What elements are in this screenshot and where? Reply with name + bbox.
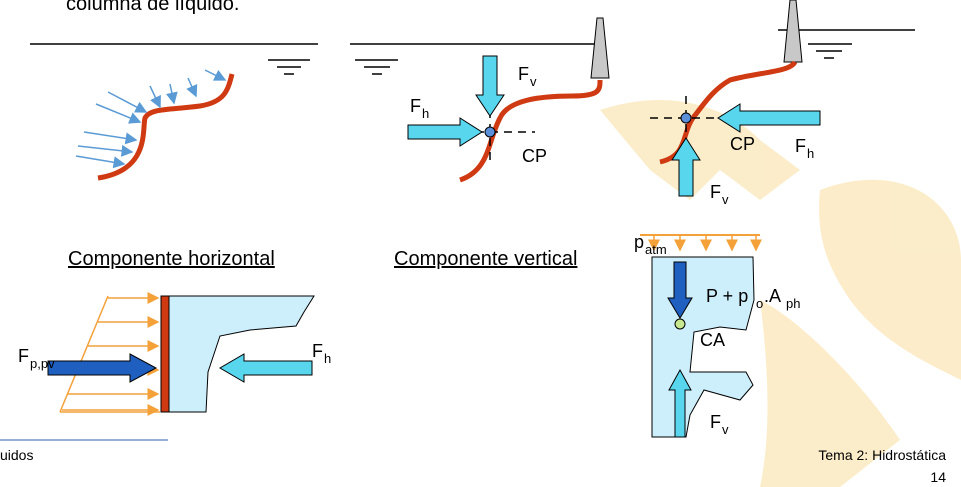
caption-horizontal: Componente horizontal: [68, 248, 275, 270]
fh-sub-3: h: [807, 146, 814, 161]
diagram-forces-below: CP F h F v: [650, 0, 915, 207]
top-text: columna de líquido.: [66, 0, 239, 15]
fv-label-5: F: [710, 412, 721, 432]
fh-sub-4: h: [324, 351, 331, 366]
cp-label-2: CP: [522, 146, 547, 166]
free-surface-symbol-2: [355, 59, 398, 75]
force-fv-arrow-2: [475, 55, 505, 117]
fluid-body-horizontal: [166, 295, 315, 413]
pressure-arrows: [75, 69, 227, 169]
force-fh-arrow-4: [219, 353, 313, 383]
wall-3: [783, 0, 803, 63]
fp-sub: p,pv: [30, 356, 55, 371]
force-fh-arrow-2: [407, 117, 483, 147]
force-fv-arrow-3: [671, 137, 701, 197]
force-fv-arrow-5: [668, 368, 692, 438]
force-fh-arrow-3: [717, 103, 821, 133]
diagram-pressure-distribution: [30, 43, 318, 181]
fv-sub-3: v: [722, 192, 729, 207]
fh-label-4: F: [312, 341, 323, 361]
free-surface-symbol-3: [808, 43, 852, 59]
free-surface-symbol-1: [268, 59, 310, 75]
fv-label-2: F: [518, 64, 529, 84]
atmospheric-pressure-arrows: [648, 236, 762, 252]
cp-crosshair-2: [462, 110, 535, 165]
fp-label: F: [18, 346, 29, 366]
fh-label-3: F: [795, 136, 806, 156]
curved-surface-2: [459, 79, 603, 183]
caption-vertical: Componente vertical: [394, 248, 577, 270]
cp-point-3: [680, 112, 692, 124]
cp-point-2: [484, 126, 496, 138]
curved-surface-1: [97, 73, 235, 181]
watermark-logo: [600, 100, 961, 487]
fv-label-3: F: [710, 182, 721, 202]
diagram-forces-above: F v F h CP: [350, 17, 610, 183]
pressure-prism: [59, 295, 160, 413]
footer-right: Tema 2: Hidrostática: [818, 447, 946, 463]
p-expr-2: .A: [764, 286, 781, 306]
cp-label-3: CP: [730, 134, 755, 154]
fh-label-2: F: [410, 96, 421, 116]
fv-sub-2: v: [530, 74, 537, 89]
patm-sub: atm: [645, 242, 667, 257]
fv-sub-5: v: [722, 422, 729, 437]
p-expr-sub2: ph: [786, 296, 800, 311]
projected-surface: [160, 295, 170, 413]
horizontal-pressure-arrows: [62, 292, 160, 416]
ca-label: CA: [700, 330, 725, 350]
page-number: 14: [930, 469, 946, 485]
wall-2: [590, 17, 610, 79]
weight-arrow: [667, 261, 693, 319]
force-fp-arrow: [47, 353, 158, 383]
footer-left: uidos: [0, 447, 33, 463]
p-expr-sub: o: [756, 296, 763, 311]
patm-label: p: [634, 232, 644, 252]
diagram-horizontal-component: F p,pv F h: [18, 292, 331, 416]
fh-sub-2: h: [422, 106, 429, 121]
p-expr-1: P + p: [706, 286, 748, 306]
ca-point: [674, 318, 686, 330]
diagram-vertical-component: p atm P + p o .A ph CA F v: [634, 232, 800, 438]
